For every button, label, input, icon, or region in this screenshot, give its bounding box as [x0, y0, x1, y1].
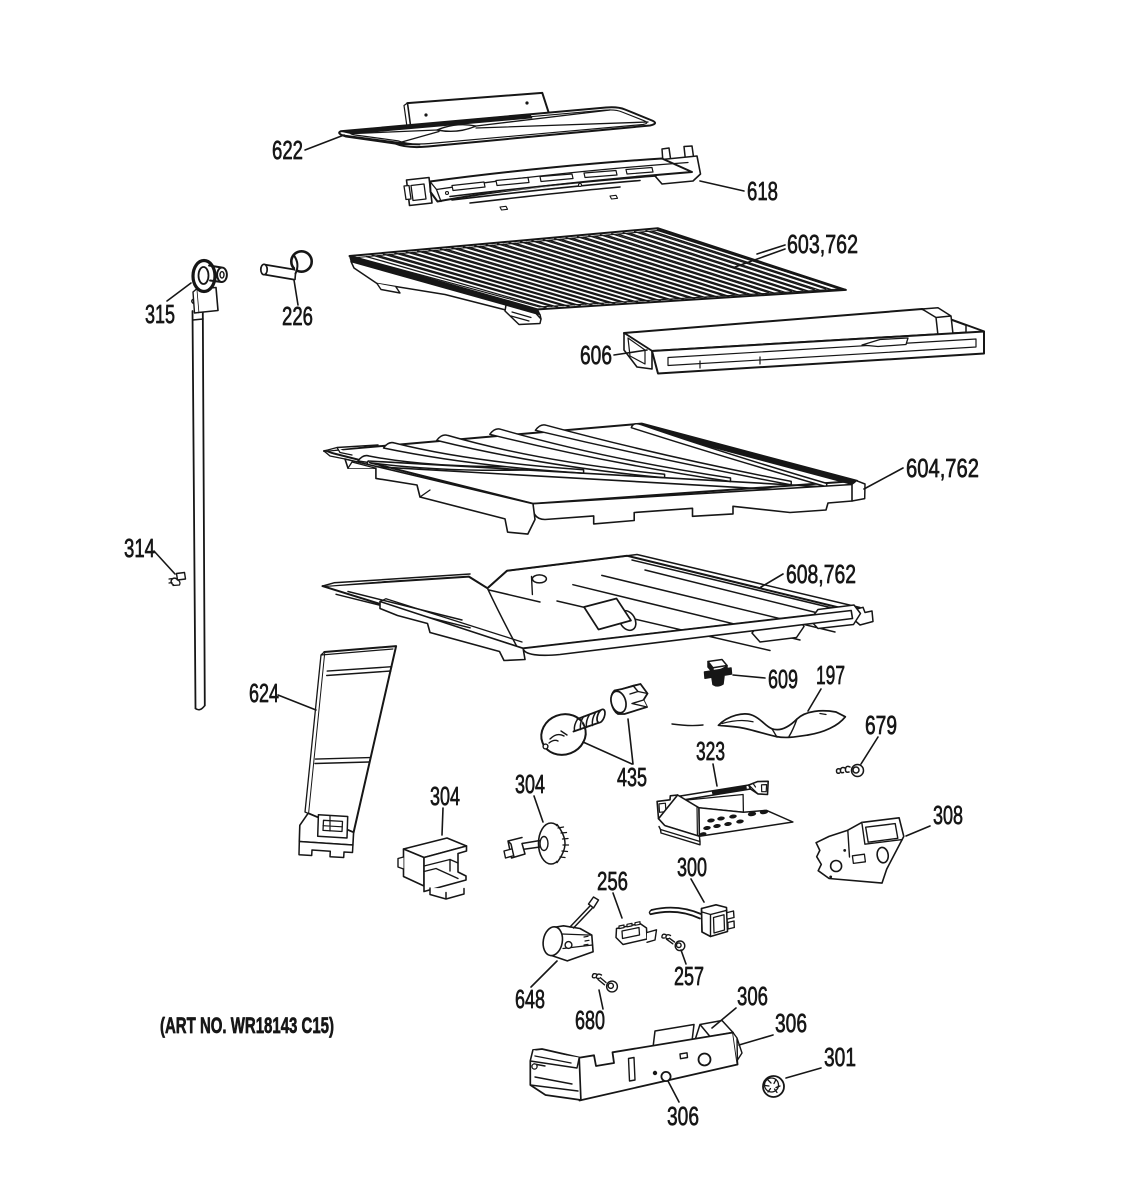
- svg-text:323: 323: [696, 736, 725, 766]
- svg-text:306: 306: [737, 981, 768, 1011]
- svg-text:435: 435: [617, 762, 647, 792]
- svg-text:197: 197: [816, 660, 845, 690]
- svg-text:608,762: 608,762: [786, 559, 856, 589]
- svg-text:680: 680: [575, 1005, 605, 1035]
- svg-text:679: 679: [865, 710, 897, 740]
- svg-text:604,762: 604,762: [906, 453, 979, 483]
- svg-text:226: 226: [282, 301, 313, 331]
- svg-text:622: 622: [272, 135, 303, 165]
- svg-text:618: 618: [747, 176, 778, 206]
- svg-text:306: 306: [667, 1101, 699, 1131]
- svg-text:304: 304: [515, 769, 545, 799]
- svg-text:308: 308: [933, 800, 963, 830]
- svg-text:314: 314: [124, 533, 155, 563]
- svg-text:256: 256: [597, 866, 628, 896]
- svg-text:306: 306: [775, 1008, 807, 1038]
- svg-text:257: 257: [674, 961, 704, 991]
- svg-text:304: 304: [430, 781, 460, 811]
- svg-text:648: 648: [515, 984, 545, 1014]
- svg-text:603,762: 603,762: [787, 229, 858, 259]
- svg-text:301: 301: [824, 1042, 856, 1072]
- svg-text:300: 300: [677, 852, 707, 882]
- svg-text:(ART NO. WR18143 C15): (ART NO. WR18143 C15): [160, 1013, 334, 1038]
- svg-text:606: 606: [580, 340, 612, 370]
- svg-text:624: 624: [249, 678, 279, 708]
- svg-text:609: 609: [768, 664, 798, 694]
- svg-text:315: 315: [145, 299, 175, 329]
